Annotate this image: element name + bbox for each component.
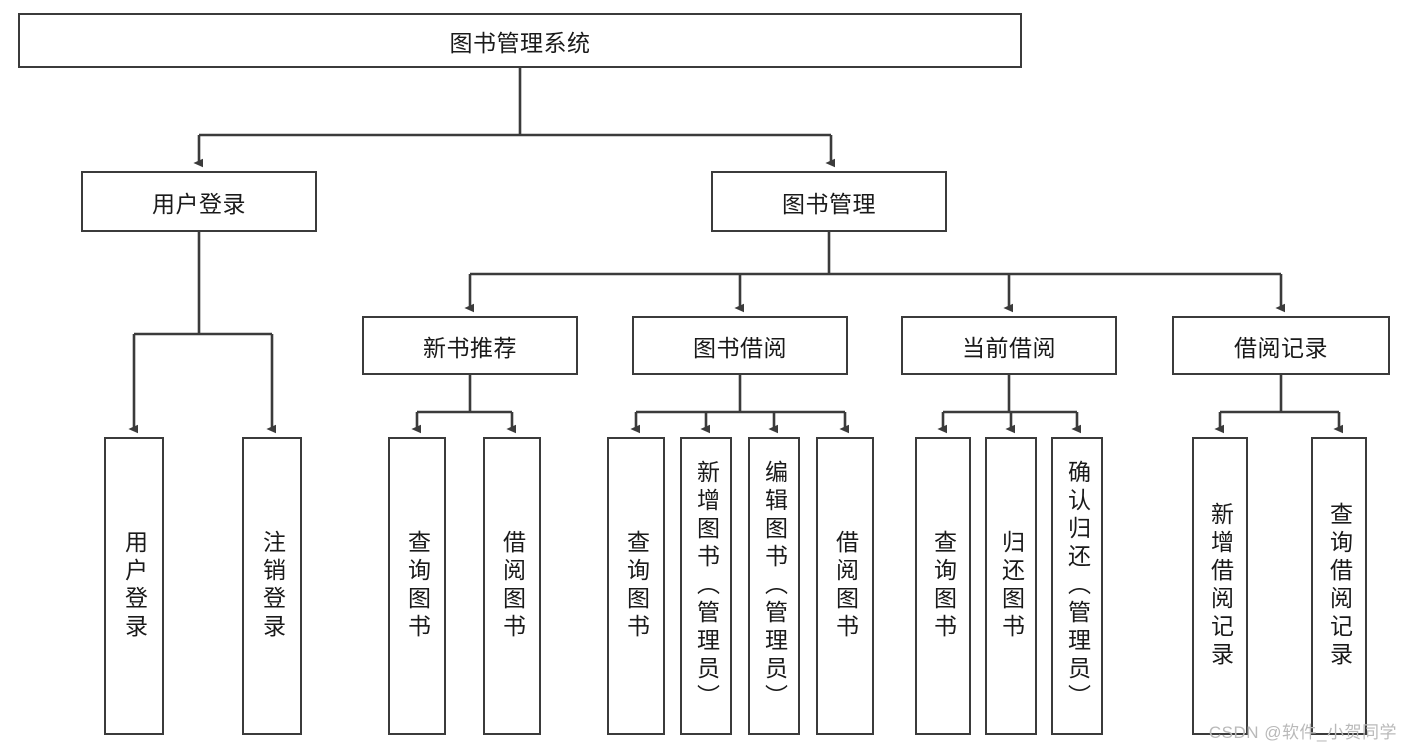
node-leaf-edit-book-admin[interactable]: 编辑图书（管理员） bbox=[748, 437, 800, 735]
node-level2-book-management[interactable]: 图书管理 bbox=[711, 171, 947, 232]
node-leaf-query-book-new[interactable]: 查询图书 bbox=[388, 437, 446, 735]
node-label: 查询图书 bbox=[623, 530, 650, 642]
node-leaf-add-book-admin[interactable]: 新增图书（管理员） bbox=[680, 437, 732, 735]
node-label: 图书管理系统 bbox=[449, 29, 591, 56]
node-label: 注销登录 bbox=[259, 530, 286, 642]
node-level3-current-borrow[interactable]: 当前借阅 bbox=[901, 316, 1117, 375]
node-label: 查询图书 bbox=[404, 530, 431, 642]
csdn-watermark: CSDN @软件_小贺同学 bbox=[1208, 723, 1397, 742]
node-leaf-borrow-book-new[interactable]: 借阅图书 bbox=[483, 437, 541, 735]
node-root[interactable]: 图书管理系统 bbox=[18, 13, 1022, 68]
node-label: 借阅记录 bbox=[1234, 334, 1328, 361]
node-leaf-query-borrow-record[interactable]: 查询借阅记录 bbox=[1311, 437, 1367, 735]
node-label: 查询图书 bbox=[930, 530, 957, 642]
node-leaf-add-borrow-record[interactable]: 新增借阅记录 bbox=[1192, 437, 1248, 735]
node-level3-borrow-records[interactable]: 借阅记录 bbox=[1172, 316, 1390, 375]
node-label: 用户登录 bbox=[152, 190, 246, 217]
node-label: 借阅图书 bbox=[499, 530, 526, 642]
node-leaf-user-login[interactable]: 用户登录 bbox=[104, 437, 164, 735]
node-label: 用户登录 bbox=[121, 530, 148, 642]
node-level2-user-login[interactable]: 用户登录 bbox=[81, 171, 317, 232]
node-label: 当前借阅 bbox=[962, 334, 1056, 361]
node-label: 新增借阅记录 bbox=[1207, 502, 1234, 670]
node-leaf-confirm-return-admin[interactable]: 确认归还（管理员） bbox=[1051, 437, 1103, 735]
node-leaf-query-book-current[interactable]: 查询图书 bbox=[915, 437, 971, 735]
node-leaf-borrow-book[interactable]: 借阅图书 bbox=[816, 437, 874, 735]
node-label: 新增图书（管理员） bbox=[693, 460, 720, 712]
node-label: 归还图书 bbox=[998, 530, 1025, 642]
node-label: 新书推荐 bbox=[423, 334, 517, 361]
node-label: 查询借阅记录 bbox=[1326, 502, 1353, 670]
node-leaf-query-book-borrow[interactable]: 查询图书 bbox=[607, 437, 665, 735]
node-label: 图书管理 bbox=[782, 190, 876, 217]
node-label: 图书借阅 bbox=[693, 334, 787, 361]
node-leaf-return-book[interactable]: 归还图书 bbox=[985, 437, 1037, 735]
node-leaf-logout[interactable]: 注销登录 bbox=[242, 437, 302, 735]
node-level3-book-borrow[interactable]: 图书借阅 bbox=[632, 316, 848, 375]
node-level3-new-book-recommend[interactable]: 新书推荐 bbox=[362, 316, 578, 375]
node-label: 确认归还（管理员） bbox=[1064, 460, 1091, 712]
node-label: 编辑图书（管理员） bbox=[761, 460, 788, 712]
node-label: 借阅图书 bbox=[832, 530, 859, 642]
